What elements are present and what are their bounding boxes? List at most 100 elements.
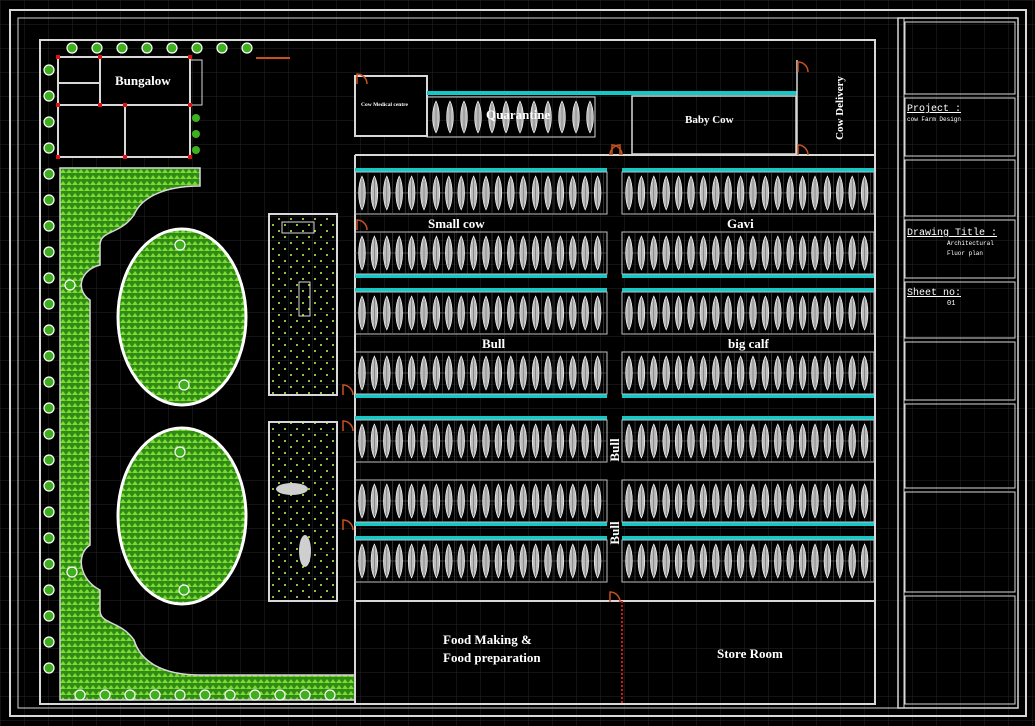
cow-icon [383,423,391,459]
cow-icon [494,295,503,331]
door-icon [342,519,354,531]
cow-icon [823,175,832,211]
cow-icon [749,355,757,391]
cow-icon [674,175,683,211]
cow-icon [531,175,540,211]
cow-icon [507,295,515,331]
cow-icon [724,175,732,211]
cow-icon [637,423,646,459]
cow-icon [761,483,770,519]
water-trough-right [622,288,874,292]
cow-icon [420,355,428,391]
cow-icon [699,543,708,579]
cow-icon [494,355,503,391]
cow-icon [593,423,602,459]
cow-icon [420,543,428,579]
tree-icon [43,64,55,76]
tree-icon [174,689,186,701]
tree-icon [191,42,203,54]
cow-icon [432,423,441,459]
water-trough-left [355,416,607,420]
bull-aisle-label-1: Bull [607,438,622,462]
cow-icon [774,543,782,579]
cow-icon [586,100,594,134]
cow-icon [736,235,745,271]
cow-icon [395,483,403,519]
cow-icon [469,423,478,459]
site-boundary [39,39,876,705]
cow-icon [445,543,453,579]
cow-icon [786,355,794,391]
tree-icon [299,689,311,701]
cow-icon [370,543,379,579]
cow-icon [395,235,403,271]
cow-icon [482,543,490,579]
tree-icon [43,246,55,258]
cow-icon [724,543,732,579]
cow-icon [593,483,602,519]
cow-icon [432,100,440,134]
cow-icon [736,355,745,391]
food-store-block: Food Making & Food preparation Store Roo… [443,601,783,704]
garden-lawn [59,167,356,701]
column-marker [188,103,192,107]
door-icon [611,144,623,156]
tree-icon [224,689,236,701]
tree-icon [43,298,55,310]
cow-icon [556,483,565,519]
cow-icon [482,355,490,391]
medical-centre-label: Cow Medical centre [361,102,408,108]
cow-icon [469,235,478,271]
cow-icon [395,295,403,331]
cow-icon [699,483,708,519]
cow-icon [699,175,708,211]
cow-icon [420,295,428,331]
tree-icon [43,480,55,492]
cow-icon [699,235,708,271]
cow-icon [593,355,602,391]
cow-icon [531,483,540,519]
tree-icon [43,610,55,622]
cow-icon [674,543,683,579]
column-marker [188,155,192,159]
cow-icon [531,235,540,271]
cow-icon [488,100,496,134]
cow-icon [556,543,565,579]
cow-icon [556,295,565,331]
tree-icon [66,566,78,578]
cow-icon [749,423,757,459]
feed-yards [268,213,338,602]
cow-icon [662,423,670,459]
cow-icon [811,423,819,459]
tree-icon [178,379,190,391]
cow-icon [761,543,770,579]
cow-icon [530,100,538,134]
cow-icon [786,295,794,331]
column-marker [98,103,102,107]
cow-icon [482,175,490,211]
cow-icon [724,355,732,391]
cow-icon [823,423,832,459]
cow-icon [674,423,683,459]
cow-icon [593,175,602,211]
cow-icon [637,295,646,331]
water-trough-right [622,274,874,278]
cow-icon [687,423,695,459]
cow-icon [457,483,465,519]
bungalow-block: Bungalow [56,55,203,159]
food-making-label-1: Food Making & [443,632,532,647]
cow-icon [687,543,695,579]
cow-icon [358,355,366,391]
cow-icon [774,355,782,391]
cow-icon [544,355,552,391]
cow-icon [798,295,807,331]
cow-icon [761,235,770,271]
cow-icon [662,483,670,519]
cow-icon [519,423,527,459]
cow-shape-icon-2 [299,535,311,567]
cow-icon [581,483,589,519]
water-trough-left [355,168,607,172]
cow-icon [569,543,577,579]
cow-icon [848,295,856,331]
cow-icon [823,355,832,391]
